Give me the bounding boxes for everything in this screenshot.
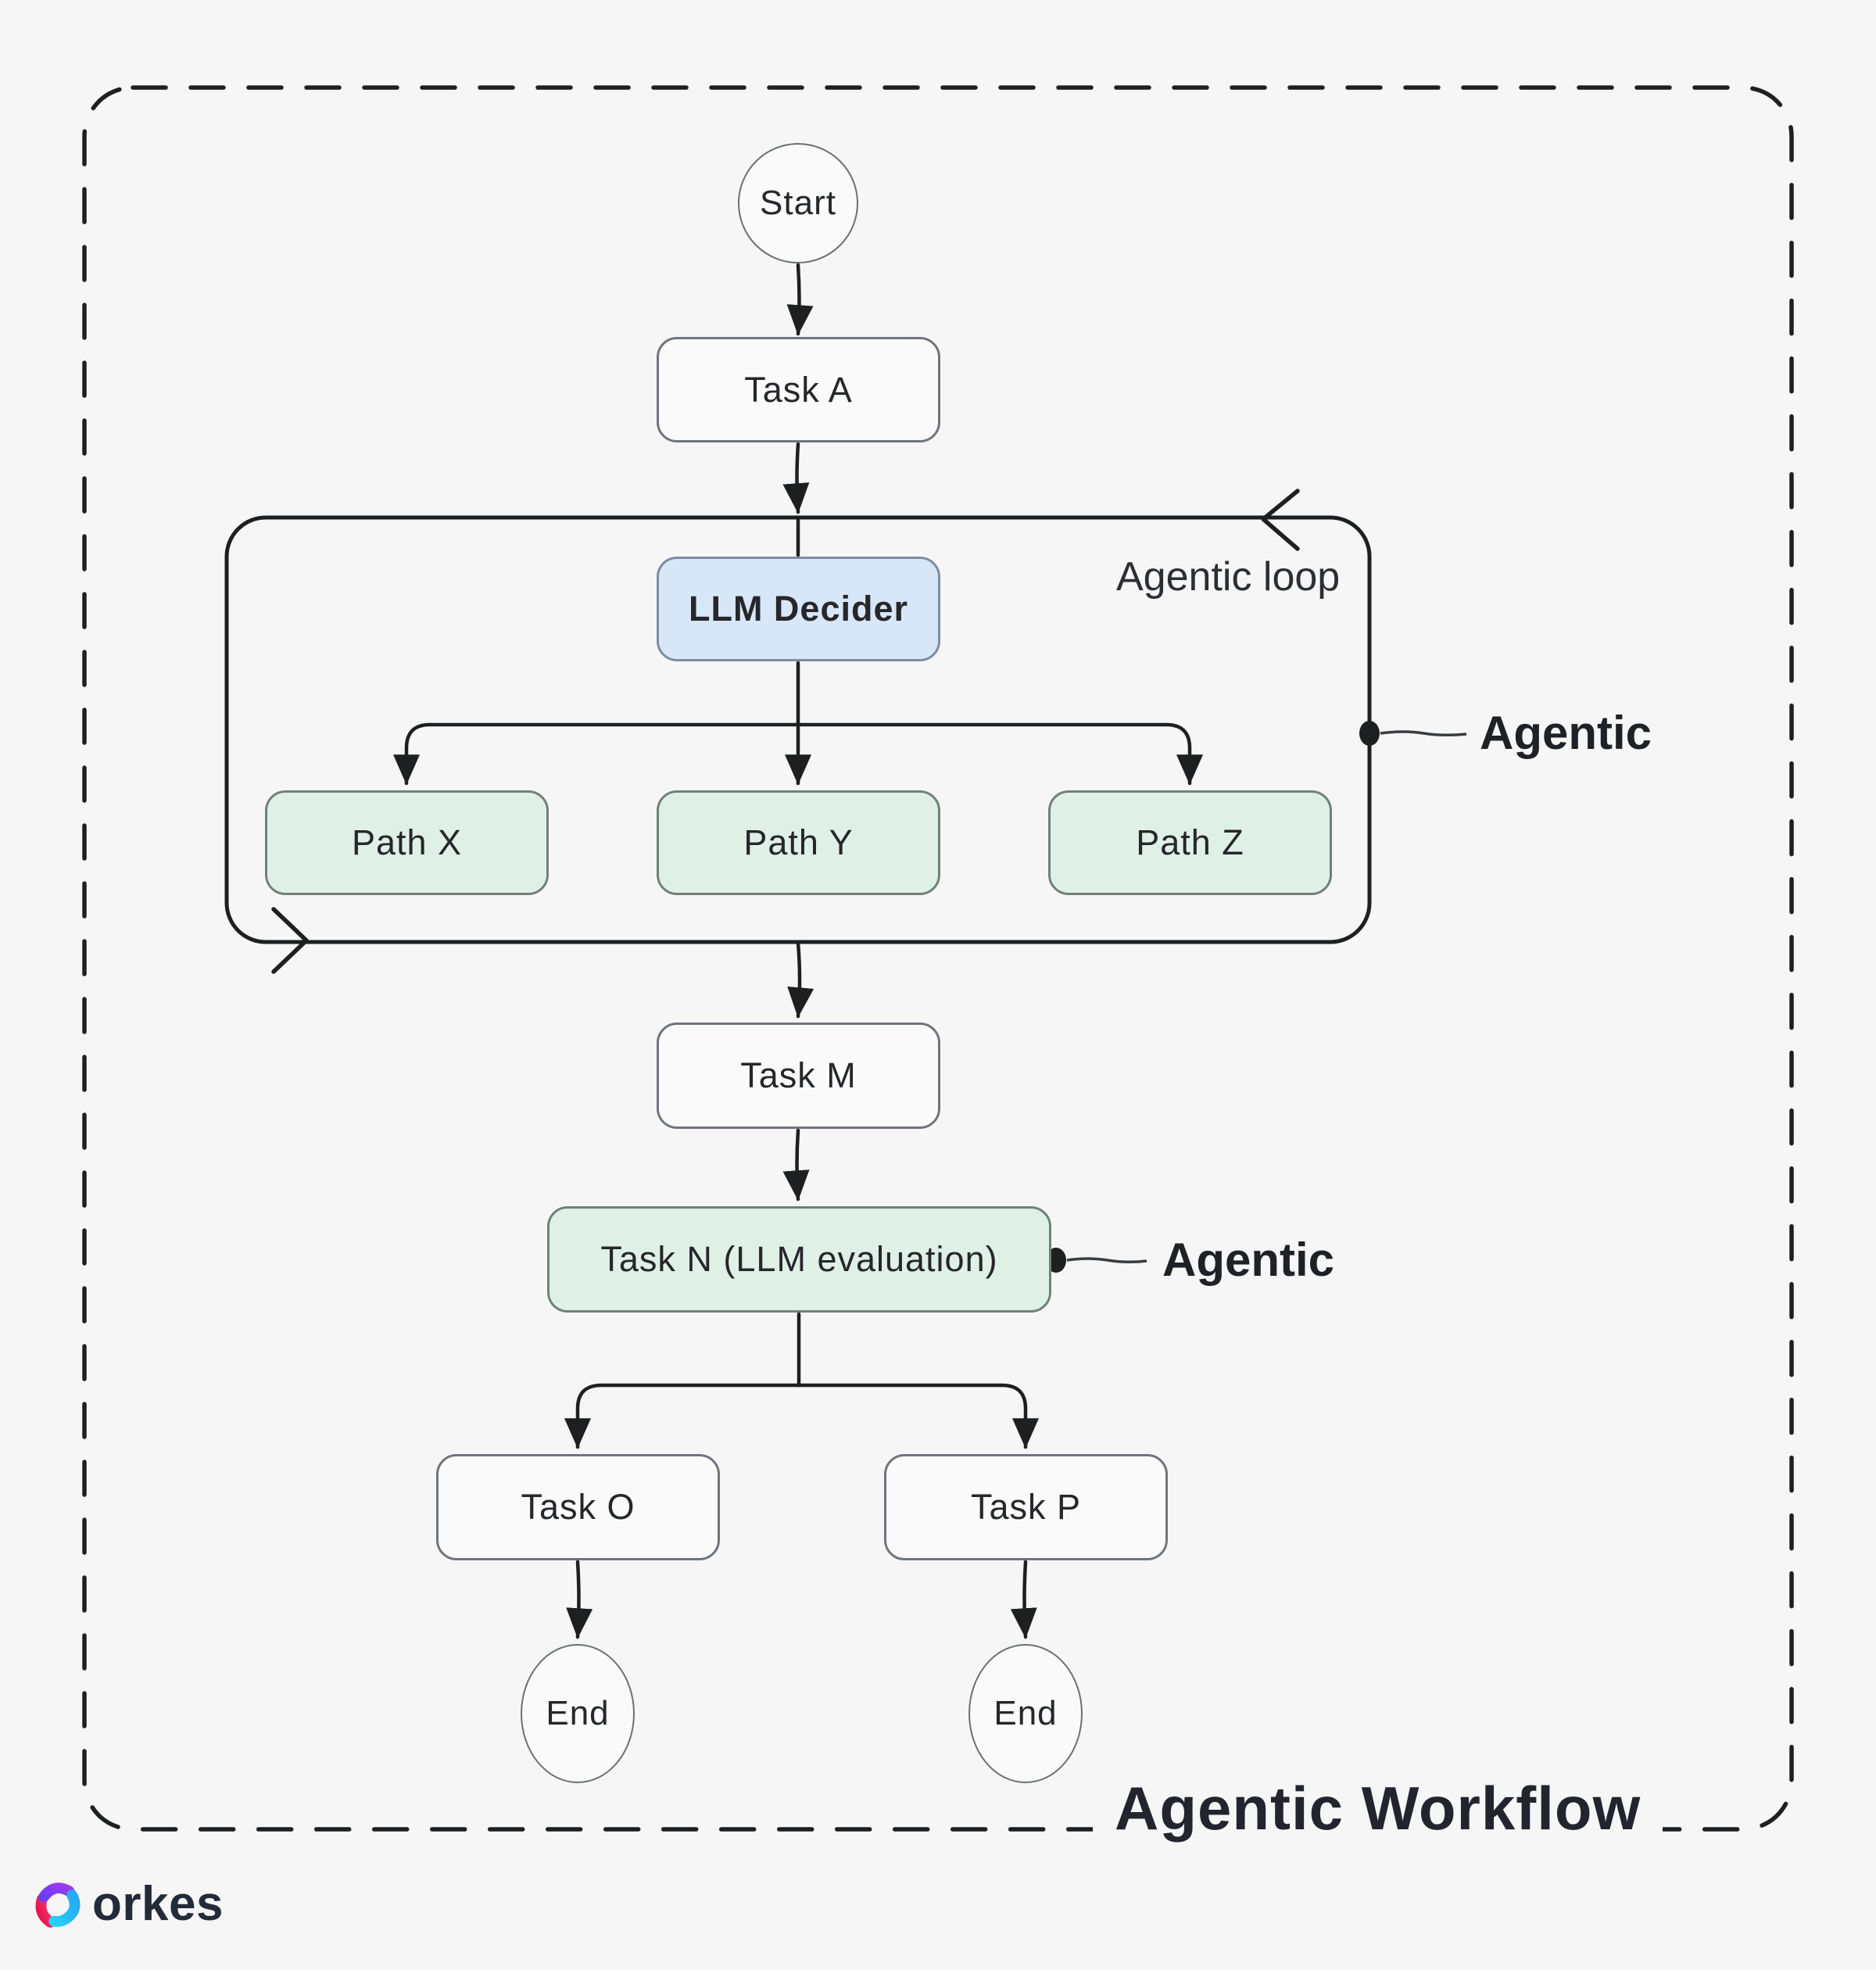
agentic-side-label: Agentic — [1480, 707, 1652, 759]
edge-split-taskp — [797, 1383, 1040, 1449]
node-task-o: Task O — [436, 1454, 720, 1560]
node-end-left: End — [521, 1644, 635, 1783]
orkes-logo-icon — [35, 1882, 81, 1928]
node-path-z: Path Z — [1048, 790, 1332, 895]
node-start: Start — [738, 143, 858, 263]
edge-taskp-end — [1010, 1560, 1037, 1639]
diagram-title: Agentic Workflow — [1093, 1768, 1663, 1849]
edge-tasko-end — [566, 1560, 593, 1639]
connector-line-taskn — [1066, 1257, 1147, 1264]
connector-line-loop — [1380, 730, 1467, 737]
edge-branch-pathz — [796, 722, 1204, 786]
edge-loop-taskm — [787, 940, 814, 1019]
node-end-right: End — [968, 1644, 1083, 1783]
node-path-y: Path Y — [657, 790, 940, 895]
node-task-n: Task N (LLM evaluation) — [547, 1206, 1051, 1313]
edge-branch-pathx — [392, 722, 800, 786]
node-task-p: Task P — [884, 1454, 1168, 1560]
edge-start-taska — [786, 263, 814, 336]
agentic-eval-label: Agentic — [1162, 1234, 1335, 1286]
node-path-x: Path X — [265, 790, 549, 895]
node-task-m: Task M — [657, 1023, 940, 1129]
agentic-loop-label: Agentic loop — [1116, 554, 1341, 600]
workflow-boundary — [82, 85, 1794, 1832]
loop-exit-arrowhead-icon — [271, 907, 309, 974]
connector-dot-loop — [1359, 721, 1380, 746]
node-task-a: Task A — [657, 337, 940, 442]
edge-taska-loop — [782, 442, 810, 514]
orkes-logo-text: orkes — [92, 1877, 224, 1931]
edge-taskm-taskn — [782, 1128, 810, 1202]
orkes-logo: orkes — [34, 1876, 224, 1932]
edge-split-tasko — [564, 1383, 801, 1449]
node-llm-decider: LLM Decider — [657, 557, 940, 661]
loopback-arrowhead-icon — [1261, 489, 1300, 551]
